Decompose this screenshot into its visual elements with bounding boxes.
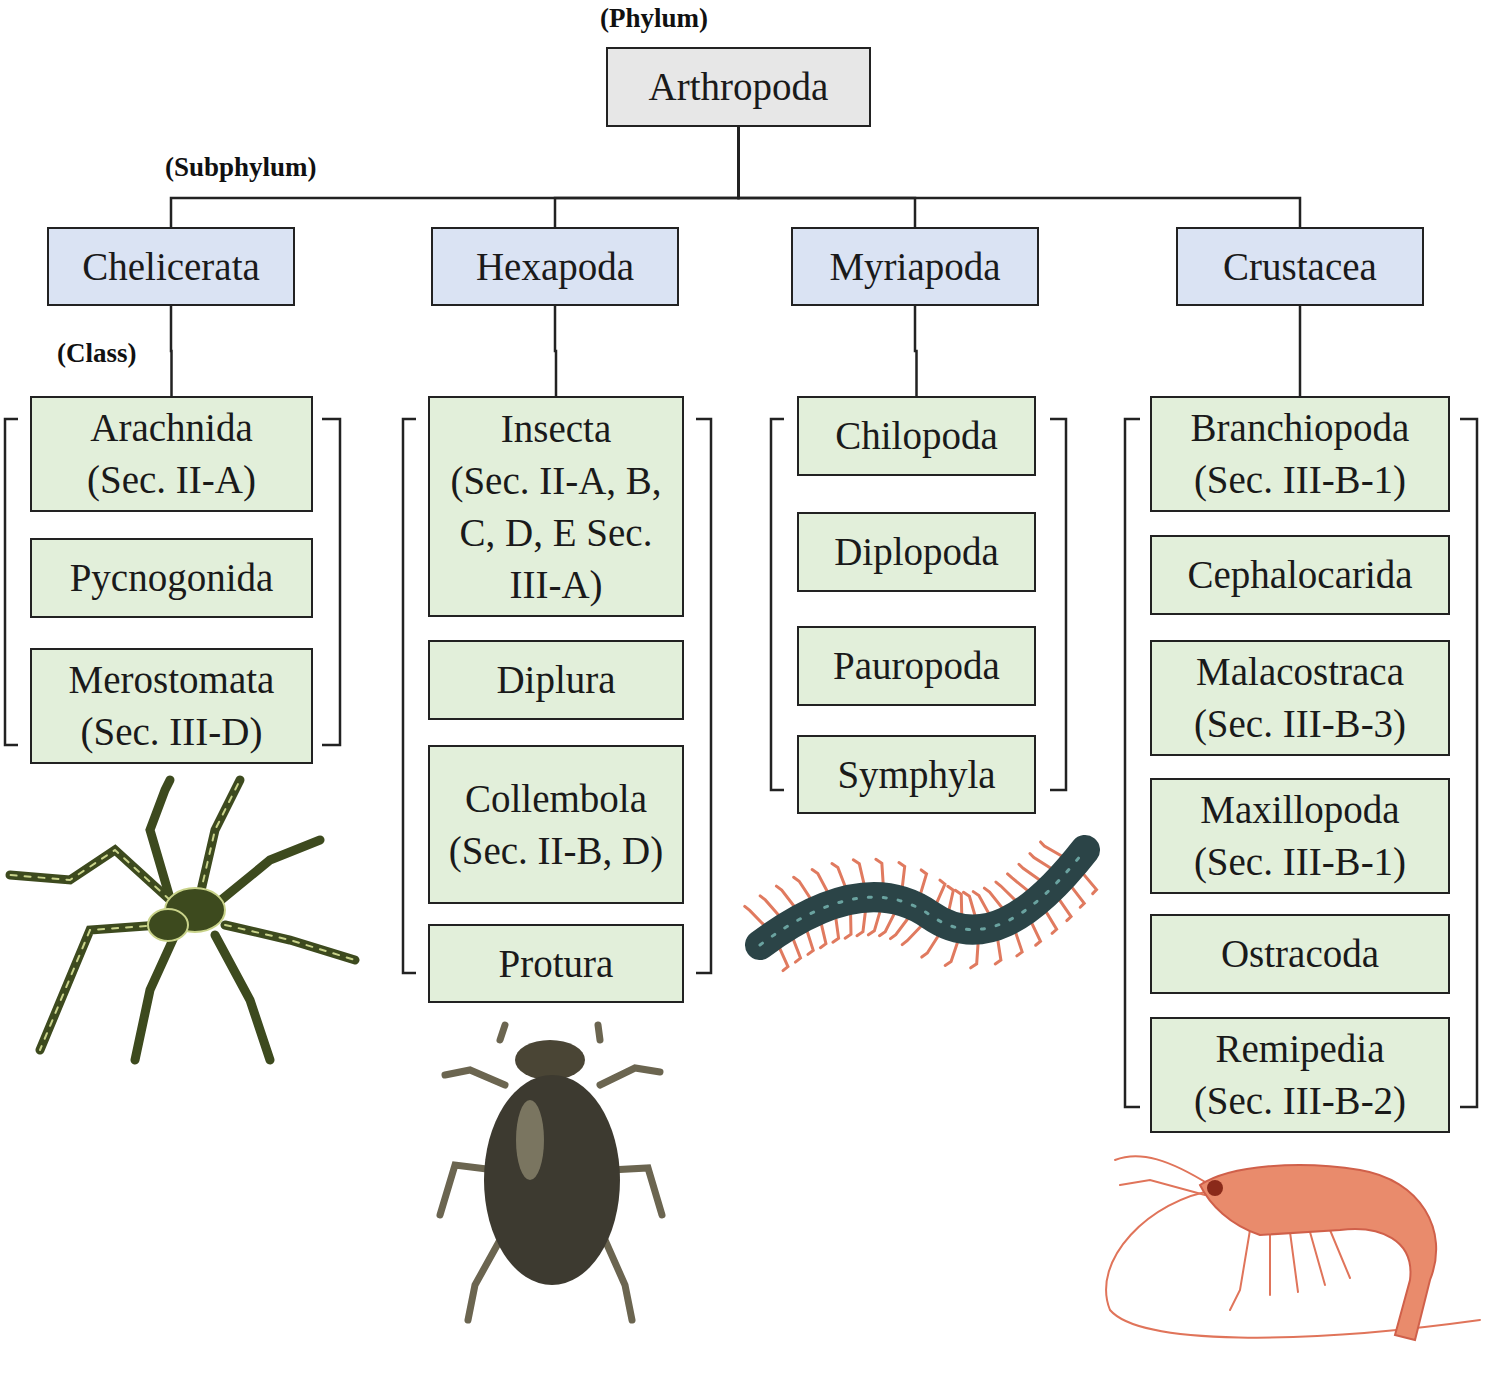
class-box: Malacostraca(Sec. III-B-3) (1150, 640, 1450, 756)
class-box: Pauropoda (797, 626, 1036, 706)
shrimp-illustration (1106, 1156, 1480, 1340)
class-box: Pycnogonida (30, 538, 313, 618)
tree-connector (739, 127, 916, 227)
centipede-legs (745, 842, 1097, 971)
rank-label: (Class) (57, 338, 137, 369)
node-title: Ostracoda (1221, 928, 1379, 980)
group-brackets (5, 419, 1477, 1107)
node-title: Arachnida (90, 402, 252, 454)
node-title: Collembola (465, 773, 647, 825)
node-title: Merostomata (69, 654, 275, 706)
class-box: Arachnida(Sec. II-A) (30, 396, 313, 512)
node-title: Diplura (496, 654, 615, 706)
class-box: Cephalocarida (1150, 535, 1450, 615)
beetle-illustration (440, 1025, 662, 1320)
node-title: Cephalocarida (1187, 549, 1412, 601)
class-box: Remipedia(Sec. III-B-2) (1150, 1017, 1450, 1133)
phylum-box: Arthropoda (606, 47, 871, 127)
subphylum-box: Crustacea (1176, 227, 1424, 306)
bracket (403, 419, 416, 973)
class-box: Collembola(Sec. II-B, D) (428, 745, 684, 904)
section-reference: (Sec. III-D) (81, 706, 263, 758)
node-title: Remipedia (1216, 1023, 1385, 1075)
section-reference: (Sec. II-A) (87, 454, 256, 506)
section-reference: (Sec. III-B-1) (1194, 836, 1406, 888)
centipede-segments (760, 850, 1085, 945)
bracket (5, 419, 18, 745)
node-title: Crustacea (1223, 241, 1377, 293)
class-box: Diplopoda (797, 512, 1036, 592)
node-title: Arthropoda (649, 61, 829, 113)
section-reference: (Sec. II-A, B, C, D, E Sec. III-A) (436, 455, 676, 611)
tree-connector (555, 127, 739, 227)
node-title: Maxillopoda (1200, 784, 1399, 836)
rank-label: (Subphylum) (165, 152, 317, 183)
class-box: Merostomata(Sec. III-D) (30, 648, 313, 764)
section-reference: (Sec. III-B-2) (1194, 1075, 1406, 1127)
class-box: Symphyla (797, 735, 1036, 814)
class-box: Diplura (428, 640, 684, 720)
bracket (1050, 419, 1066, 790)
bracket (696, 419, 711, 973)
tree-connector (555, 306, 556, 396)
node-title: Chilopoda (835, 410, 998, 462)
node-title: Insecta (501, 403, 611, 455)
bracket (771, 419, 784, 790)
subphylum-box: Myriapoda (791, 227, 1039, 306)
section-reference: (Sec. III-B-3) (1194, 698, 1406, 750)
centipede-body (760, 850, 1085, 945)
bracket (1460, 419, 1477, 1107)
node-title: Hexapoda (476, 241, 634, 293)
tree-connector (915, 306, 917, 396)
node-title: Protura (499, 938, 614, 990)
subphylum-box: Hexapoda (431, 227, 679, 306)
node-title: Myriapoda (829, 241, 1000, 293)
centipede-illustration (745, 842, 1097, 971)
node-title: Pycnogonida (70, 552, 274, 604)
rank-label: (Phylum) (600, 3, 708, 34)
class-box: Insecta(Sec. II-A, B, C, D, E Sec. III-A… (428, 396, 684, 617)
section-reference: (Sec. II-B, D) (449, 825, 663, 877)
class-box: Chilopoda (797, 396, 1036, 476)
bracket (322, 419, 340, 745)
tree-connector (170, 306, 173, 396)
tree-connector (739, 127, 1301, 227)
node-title: Branchiopoda (1191, 402, 1410, 454)
node-title: Chelicerata (82, 241, 260, 293)
node-title: Symphyla (837, 749, 995, 801)
class-box: Branchiopoda(Sec. III-B-1) (1150, 396, 1450, 512)
class-box: Ostracoda (1150, 914, 1450, 994)
section-reference: (Sec. III-B-1) (1194, 454, 1406, 506)
node-title: Malacostraca (1196, 646, 1404, 698)
class-box: Maxillopoda(Sec. III-B-1) (1150, 778, 1450, 894)
subphylum-box: Chelicerata (47, 227, 295, 306)
node-title: Diplopoda (834, 526, 999, 578)
spider-illustration (10, 780, 355, 1060)
node-title: Pauropoda (833, 640, 1000, 692)
bracket (1125, 419, 1140, 1107)
tree-connector (1299, 306, 1302, 396)
class-box: Protura (428, 924, 684, 1003)
